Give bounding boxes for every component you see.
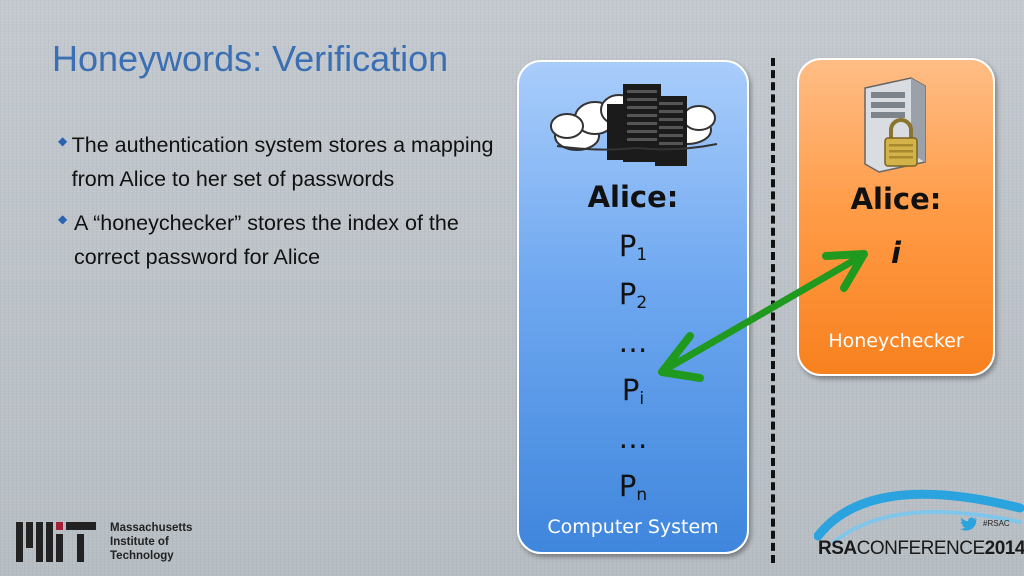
honeychecker-panel: Alice: i Honeychecker xyxy=(797,58,995,376)
password-entry: Pi xyxy=(621,373,645,409)
bullet-text: The authentication system stores a mappi… xyxy=(71,133,494,191)
rsa-conference-logo: RSACONFERENCE2014 xyxy=(818,538,1024,559)
cloud-server-icon xyxy=(550,84,718,166)
honeychecker-label: Honeychecker xyxy=(828,330,964,352)
twitter-bird-icon xyxy=(960,517,977,531)
password-entry: P1 xyxy=(618,229,648,265)
diamond-bullet-icon: ◆ xyxy=(58,134,68,148)
password-entry: P2 xyxy=(618,277,648,313)
password-ellipsis: … xyxy=(618,421,648,455)
bullet-list: ◆ The authentication system stores a map… xyxy=(58,128,498,284)
bullet-item: ◆ A “honeychecker” stores the index of t… xyxy=(58,206,498,274)
diamond-bullet-icon: ◆ xyxy=(58,212,68,226)
cs-user-label: Alice: xyxy=(587,180,679,214)
mit-wordmark: Massachusetts Institute of Technology xyxy=(110,522,193,562)
bullet-item: ◆ The authentication system stores a map… xyxy=(58,128,498,196)
rsa-swoosh-icon xyxy=(814,489,1024,544)
dashed-divider xyxy=(771,58,775,563)
mit-logo-icon xyxy=(16,522,96,562)
hc-index-value: i xyxy=(891,236,901,270)
computer-system-panel: Alice: P1 P2 … Pi … Pn Computer System xyxy=(517,60,749,554)
locked-server-icon xyxy=(864,77,926,173)
mit-logo: Massachusetts Institute of Technology xyxy=(16,520,192,564)
computer-system-label: Computer System xyxy=(547,516,719,538)
slide-title: Honeywords: Verification xyxy=(52,38,449,79)
rsac-hashtag: #RSAC xyxy=(983,519,1010,528)
bullet-text: A “honeychecker” stores the index of the… xyxy=(73,211,459,269)
password-list: P1 P2 … Pi … Pn xyxy=(519,222,747,510)
password-entry: Pn xyxy=(618,469,648,505)
password-ellipsis: … xyxy=(618,325,648,359)
hc-user-label: Alice: xyxy=(850,182,942,216)
